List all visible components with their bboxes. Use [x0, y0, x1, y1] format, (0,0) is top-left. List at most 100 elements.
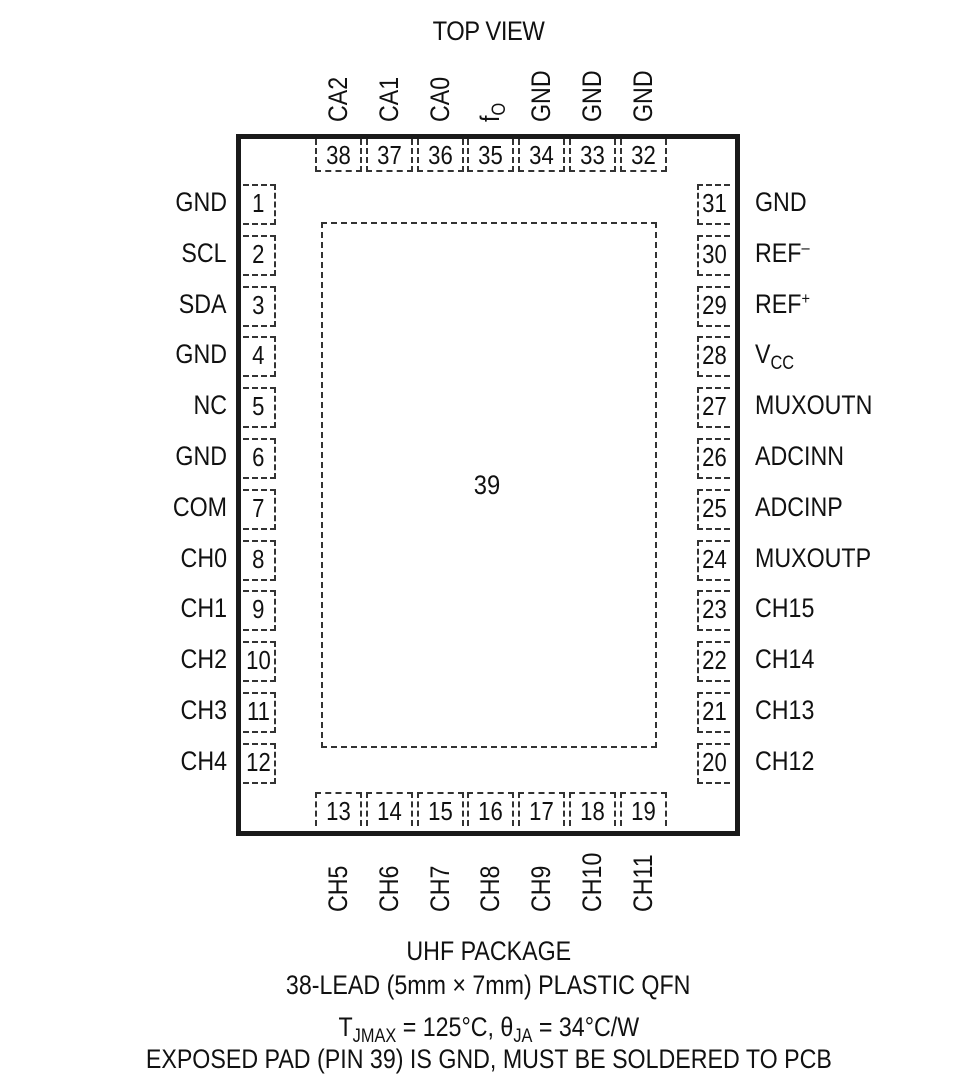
pin-pad-28: 28: [697, 336, 730, 378]
exposed-pad: [321, 222, 657, 748]
pin-label-29: REF+: [755, 289, 810, 320]
pin-name-text: CH4: [180, 745, 227, 776]
pin-label-5: NC: [193, 390, 227, 421]
pin-label-19: CH11: [628, 854, 659, 912]
pin-pad-6: 6: [243, 438, 276, 479]
pin-pad-4: 4: [243, 336, 276, 378]
pin-label-24: MUXOUTP: [755, 543, 871, 574]
pin-label-9: CH1: [181, 593, 227, 624]
caption-lead: 38-LEAD (5mm × 7mm) PLASTIC QFN: [0, 970, 977, 1001]
pin-pad-12: 12: [243, 742, 276, 784]
pin-name-text: CH14: [755, 644, 815, 675]
pin-pad-20: 20: [697, 742, 730, 784]
caption-exposed-pad-note: EXPOSED PAD (PIN 39) IS GND, MUST BE SOL…: [0, 1044, 977, 1075]
pin-pad-23: 23: [697, 590, 730, 632]
theta-symbol: θ: [500, 1012, 514, 1042]
pin-pad-34: 34: [518, 139, 566, 172]
pin-pad-38: 38: [315, 139, 362, 172]
pin-label-26: ADCINN: [755, 441, 844, 472]
pin-pad-5: 5: [243, 387, 276, 429]
caption-line1: UHF PACKAGE: [406, 936, 571, 966]
pin-label-17: CH9: [526, 866, 557, 912]
pin-label-33: GND: [577, 70, 608, 122]
pin-label-35: fO: [475, 103, 511, 122]
pin-pad-7: 7: [243, 488, 276, 530]
pin-pad-8: 8: [243, 539, 276, 581]
pin-pad-3: 3: [243, 285, 276, 327]
pin-pad-16: 16: [467, 792, 515, 826]
pin-pad-35: 35: [467, 139, 515, 172]
pin-pad-26: 26: [697, 438, 730, 479]
pin-name-text: CH5: [323, 865, 353, 912]
pin-name-text: CH3: [180, 695, 227, 725]
pin-label-11: CH3: [181, 695, 227, 726]
pin-name-text: GND: [175, 441, 227, 471]
pin-name-text: SCL: [181, 237, 227, 268]
pin-pad-2: 2: [243, 234, 276, 276]
pin-label-34: GND: [526, 70, 557, 122]
pin-label-37: CA1: [374, 77, 405, 122]
pin-label-15: CH7: [425, 866, 456, 912]
pin-name-text: GND: [627, 70, 658, 122]
pin-label-23: CH15: [755, 593, 814, 624]
pin-label-7: COM: [173, 492, 227, 523]
pin-name-text: GND: [526, 70, 557, 122]
tjmax-subscript: JMAX: [352, 1026, 396, 1047]
pin-label-13: CH5: [323, 866, 354, 912]
pin-label-20: CH12: [755, 746, 814, 777]
pin-name-text: GND: [175, 187, 227, 217]
pin-pad-37: 37: [365, 139, 413, 172]
pin-pad-24: 24: [697, 539, 730, 581]
pin-name-text: COM: [172, 491, 227, 522]
pin-label-8: CH0: [181, 543, 227, 574]
pin-pad-27: 27: [697, 387, 730, 429]
pin-pad-14: 14: [365, 792, 413, 826]
pin-name-text: CH8: [475, 865, 506, 912]
pin-name-text: CH2: [180, 644, 227, 675]
pin-name-text: f: [475, 115, 506, 122]
pin-name-text: CH12: [755, 745, 815, 776]
pin-name-text: CH1: [180, 593, 227, 624]
pin-pad-36: 36: [416, 139, 464, 172]
pin-pad-19: 19: [619, 792, 667, 826]
pin-name-text: ADCINN: [755, 441, 845, 471]
pin-label-3: SDA: [179, 289, 227, 320]
pin-pad-30: 30: [697, 234, 730, 276]
pin-pad-15: 15: [416, 792, 464, 826]
pin-name-text: CH15: [755, 593, 815, 624]
pin-name-text: CA0: [424, 76, 455, 122]
pin-pad-1: 1: [243, 184, 276, 225]
pin-name-text: MUXOUTN: [755, 390, 873, 421]
pin-pad-11: 11: [243, 692, 276, 733]
pin-pad-17: 17: [518, 792, 566, 826]
pin-pad-22: 22: [697, 641, 730, 683]
tjmax-symbol: T: [338, 1012, 353, 1042]
pin-pad-13: 13: [315, 792, 362, 826]
pin-pad-18: 18: [569, 792, 616, 826]
pin-label-25: ADCINP: [755, 492, 843, 523]
pin-label-32: GND: [628, 70, 659, 122]
pin-pad-10: 10: [243, 641, 276, 683]
pin-name-text: CH11: [627, 854, 658, 912]
pin-label-28: VCC: [755, 339, 794, 375]
theta-value: = 34°C/W: [532, 1012, 639, 1042]
pin-label-21: CH13: [755, 695, 814, 726]
pin-name-subscript: O: [489, 102, 511, 116]
diagram-title: TOP VIEW: [432, 16, 545, 46]
pin-name-text: CH10: [577, 852, 607, 912]
pin-name-text: SDA: [179, 288, 227, 319]
pin-name-text: REF: [755, 288, 802, 319]
caption-thermal: TJMAX = 125°C, θJA = 34°C/W: [0, 1012, 977, 1048]
pin-label-30: REF–: [755, 238, 810, 269]
pin-name-text: CA2: [323, 76, 353, 122]
pin-name-text: GND: [577, 70, 607, 122]
package-outline: [236, 134, 740, 836]
theta-subscript: JA: [513, 1026, 533, 1047]
exposed-pad-number: 39: [473, 470, 501, 500]
pin-pad-31: 31: [697, 184, 730, 225]
pin-pad-21: 21: [697, 692, 730, 733]
pin-name-text: NC: [193, 390, 227, 421]
pin-pad-25: 25: [697, 488, 730, 530]
pin-name-text: GND: [175, 339, 227, 370]
pin-name-text: CH13: [755, 695, 815, 725]
